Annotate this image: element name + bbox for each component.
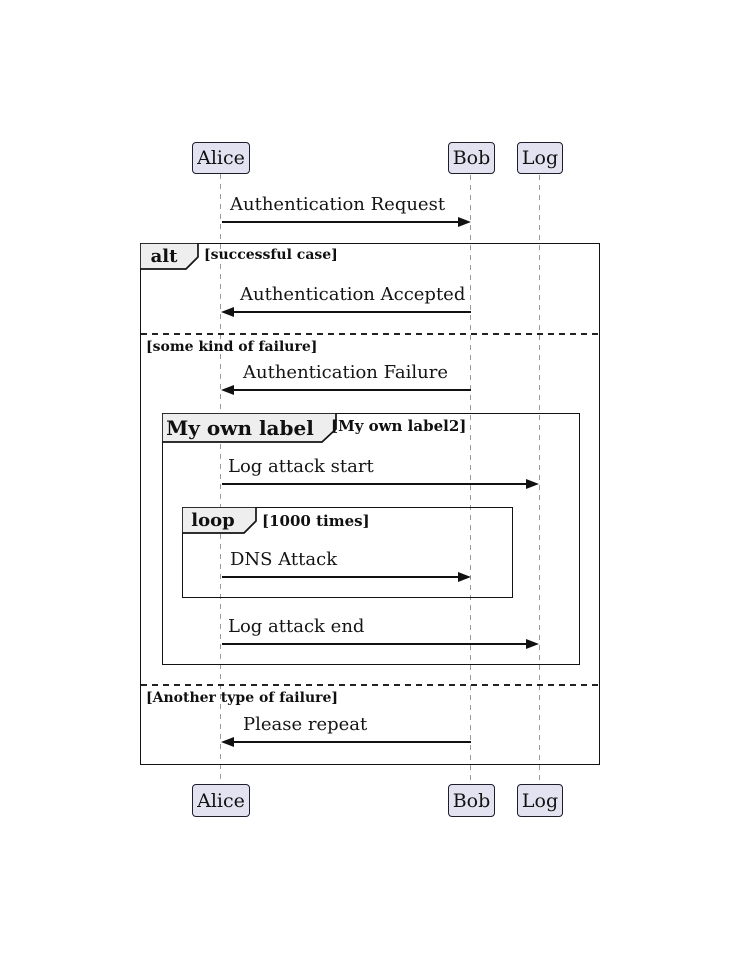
message-log-attack-start: Log attack start	[228, 456, 374, 477]
group-frame-keyword: My own label	[166, 415, 314, 440]
message-please-repeat: Please repeat	[243, 714, 368, 735]
lifeline-bob	[470, 175, 471, 784]
message-authentication-failure: Authentication Failure	[243, 362, 448, 383]
alt-condition-1: [successful case]	[204, 247, 338, 263]
arrow-line	[234, 311, 471, 313]
loop-frame	[182, 507, 513, 598]
participant-alice-top: Alice	[192, 142, 250, 174]
arrowhead-left-icon	[221, 385, 234, 395]
arrow-line	[222, 221, 459, 223]
participant-alice-bottom: Alice	[192, 784, 250, 817]
arrow-line	[222, 483, 527, 485]
alt-frame-tab	[140, 243, 199, 270]
alt-divider-2	[141, 684, 599, 686]
arrow-line	[222, 576, 459, 578]
alt-divider-1	[141, 333, 599, 335]
arrow-line	[234, 389, 471, 391]
alt-condition-2: [some kind of failure]	[146, 339, 318, 355]
alt-frame-keyword: alt	[150, 245, 178, 267]
arrow-line	[222, 643, 527, 645]
loop-frame-keyword: loop	[191, 509, 235, 531]
arrowhead-right-icon	[458, 217, 471, 227]
participant-log-top: Log	[517, 142, 563, 174]
group-condition: [My own label2]	[331, 417, 467, 435]
lifeline-alice	[220, 174, 221, 784]
alt-frame	[140, 243, 600, 765]
message-log-attack-end: Log attack end	[228, 616, 365, 637]
message-authentication-request: Authentication Request	[230, 194, 446, 215]
arrowhead-right-icon	[458, 572, 471, 582]
loop-condition: [1000 times]	[262, 512, 370, 530]
participant-log-bottom: Log	[517, 784, 563, 817]
alt-condition-3: [Another type of failure]	[146, 690, 339, 706]
message-dns-attack: DNS Attack	[230, 549, 338, 570]
group-frame	[162, 413, 580, 665]
message-authentication-accepted: Authentication Accepted	[240, 284, 466, 305]
arrowhead-left-icon	[221, 737, 234, 747]
lifeline-log	[539, 175, 540, 784]
participant-bob-top: Bob	[448, 142, 495, 174]
arrowhead-right-icon	[526, 479, 539, 489]
arrowhead-right-icon	[526, 639, 539, 649]
loop-frame-tab	[182, 507, 257, 534]
group-frame-tab	[162, 413, 337, 443]
participant-bob-bottom: Bob	[448, 784, 495, 817]
arrow-line	[234, 741, 471, 743]
arrowhead-left-icon	[221, 307, 234, 317]
